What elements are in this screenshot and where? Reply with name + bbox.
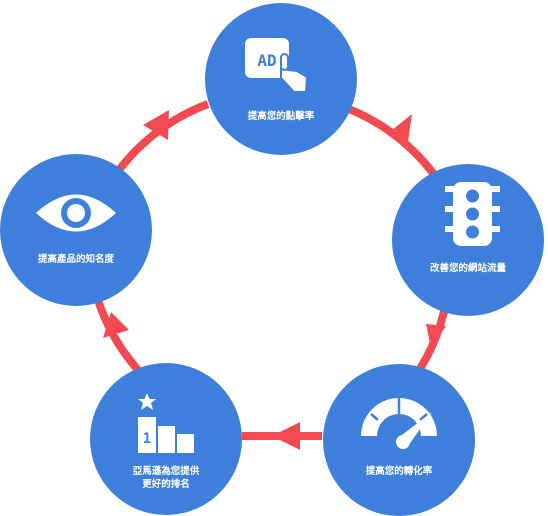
node-conversion: 提高您的轉化率: [323, 364, 475, 516]
node-label: 提高您的點擊率: [248, 110, 315, 122]
node-label-line-1: 亞馬遜為您提供: [133, 465, 200, 477]
eye-icon: [36, 194, 116, 232]
first-place-text: 1: [143, 431, 151, 447]
podium-icon: 1: [138, 393, 194, 453]
connector-arrow-3: [272, 422, 300, 450]
node-label: 提高您的轉化率: [366, 465, 433, 477]
traffic-light-icon: [445, 182, 500, 246]
connector-arrow-5: [143, 110, 169, 140]
node-click-rate: AD 提高您的點擊率: [205, 3, 357, 155]
speedometer-icon: [361, 398, 437, 449]
node-ranking: 1 亞馬遜為您提供 更好的排名: [90, 363, 242, 515]
node-label-line-2: 更好的排名: [142, 478, 190, 490]
node-label: 改善您的網站流量: [430, 262, 507, 274]
connector-arrow-2: [426, 324, 446, 348]
connector-arrow-1: [392, 114, 412, 142]
node-awareness: 提高產品的知名度: [0, 154, 152, 306]
connector-arrow-4: [103, 312, 129, 338]
node-label: 提高產品的知名度: [38, 253, 115, 265]
connector-arc-1: [333, 100, 444, 186]
ad-click-icon: AD: [245, 38, 309, 93]
node-traffic: 改善您的網站流量: [392, 164, 544, 316]
ad-icon-text: AD: [257, 51, 276, 70]
